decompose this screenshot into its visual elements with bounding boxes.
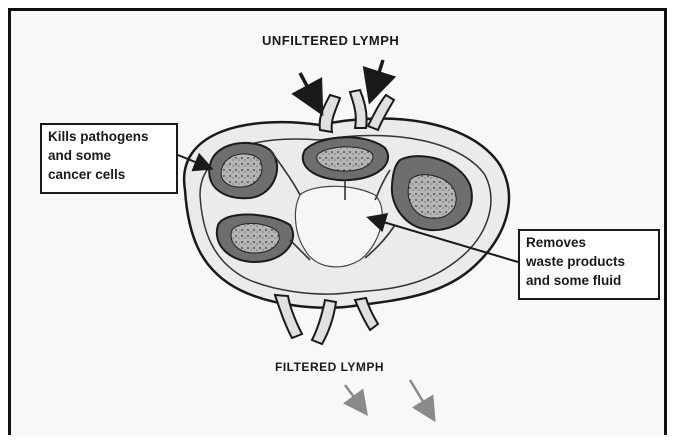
arrow-out-left <box>345 385 365 412</box>
callout-right-line-2: waste products <box>526 252 652 271</box>
lobule-left-upper <box>209 143 277 198</box>
arrow-out-right <box>410 380 433 418</box>
filtered-lymph-label: FILTERED LYMPH <box>275 360 384 374</box>
callout-right-line-3: and some fluid <box>526 271 652 290</box>
lobule-left-lower <box>217 214 293 262</box>
callout-right-line-1: Removes <box>526 233 652 252</box>
callout-left-line-3: cancer cells <box>48 165 170 184</box>
callout-left-line-1: Kills pathogens <box>48 127 170 146</box>
lobule-top <box>303 137 388 180</box>
callout-removes-waste: Removes waste products and some fluid <box>518 229 660 300</box>
callout-left-line-2: and some <box>48 146 170 165</box>
arrow-in-right <box>371 60 383 98</box>
arrow-in-left <box>300 73 320 110</box>
callout-kills-pathogens: Kills pathogens and some cancer cells <box>40 123 178 194</box>
unfiltered-lymph-label: UNFILTERED LYMPH <box>262 33 399 48</box>
